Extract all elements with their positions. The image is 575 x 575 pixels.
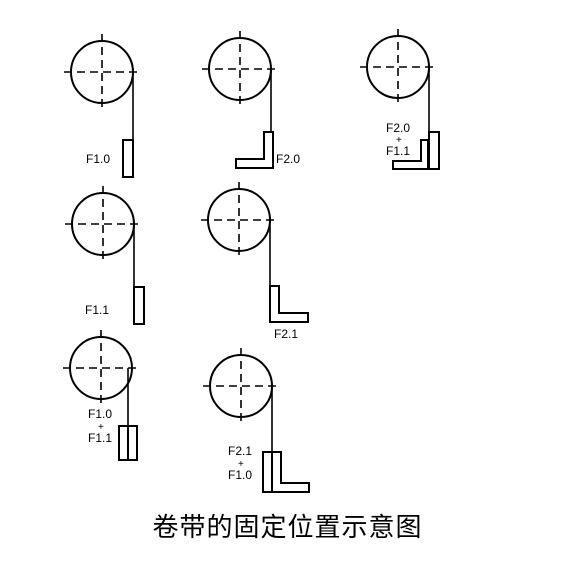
reel-icon xyxy=(203,348,279,424)
panel-label-plus: + xyxy=(98,422,104,433)
panel-f2-1: F2.1 xyxy=(201,182,309,341)
bracket-f2-1-icon xyxy=(271,451,310,493)
panel-label: F1.0 xyxy=(86,152,110,166)
figure-caption: 卷带的固定位置示意图 xyxy=(152,513,423,543)
reel-icon xyxy=(360,29,436,105)
panel-label: F1.1 xyxy=(88,431,112,445)
panel-f2-1-plus-f1-0: F2.1 + F1.0 xyxy=(203,348,310,493)
panel-label: F2.0 xyxy=(386,121,410,135)
panel-label: F2.1 xyxy=(228,444,252,458)
panel-label-plus: + xyxy=(238,459,244,470)
panel-label: F1.0 xyxy=(88,407,112,421)
bracket-f2-1-icon xyxy=(269,285,309,323)
bracket-f1-0-icon xyxy=(122,139,134,178)
bracket-f1-0-icon xyxy=(118,425,129,461)
panel-label: F1.1 xyxy=(85,303,109,317)
panel-f1-0-plus-f1-1: F1.0 + F1.1 xyxy=(63,330,139,461)
panel-label: F1.1 xyxy=(386,144,410,158)
bracket-f1-1-icon xyxy=(428,131,440,170)
panel-f1-1: F1.1 xyxy=(65,186,145,325)
reel-icon xyxy=(65,186,141,262)
reel-icon xyxy=(202,31,278,107)
bracket-f1-0-icon xyxy=(262,451,273,493)
reel-icon xyxy=(63,330,139,406)
bracket-f2-0-icon xyxy=(235,131,274,169)
reel-icon xyxy=(64,34,140,110)
panel-label: F2.1 xyxy=(274,327,298,341)
panel-label-plus: + xyxy=(396,135,402,146)
reel-icon xyxy=(201,182,277,258)
panel-f2-0: F2.0 xyxy=(202,31,300,169)
panel-f2-0-plus-f1-1: F2.0 + F1.1 xyxy=(360,29,440,170)
bracket-f1-1-icon xyxy=(127,425,138,461)
panel-label: F1.0 xyxy=(228,468,252,482)
panel-label: F2.0 xyxy=(276,152,300,166)
panel-f1-0: F1.0 xyxy=(64,34,140,178)
bracket-f1-1-icon xyxy=(133,286,145,325)
